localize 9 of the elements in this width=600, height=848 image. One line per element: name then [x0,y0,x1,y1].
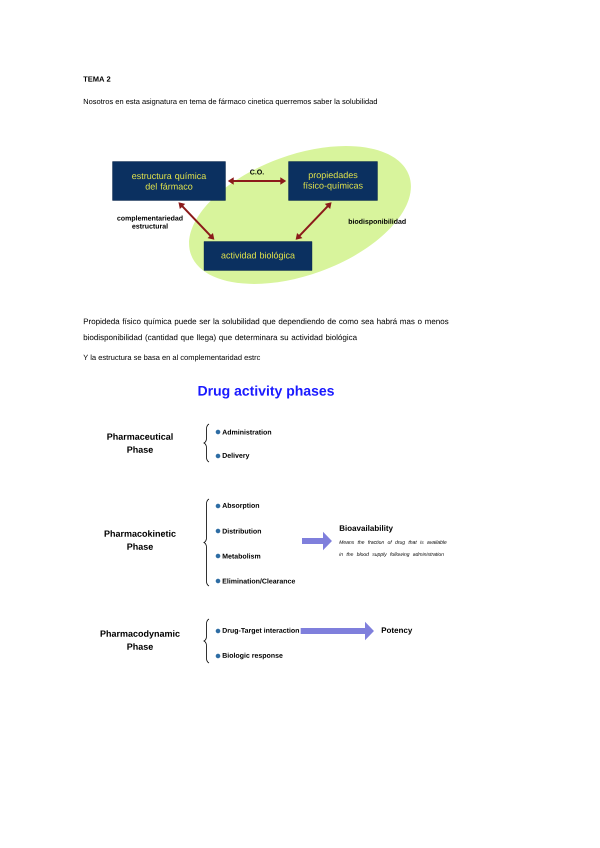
process-box: actividad biológica [204,241,312,271]
phase-label: Pharmacokinetic Phase [104,530,176,550]
result-text: Potency [382,627,412,635]
paragraph: Propideda físico química puede ser la solubilidad que dependiendo de como sea habrá mas o menos biodisponibilidad (cantidad que llega) que determinara su actividad biológica [84,318,448,342]
phase-label: Pharmacodynamic Phase [100,630,180,650]
process-box: propiedades físico-químicas [288,161,378,201]
heading: Drug activity phases [198,385,334,399]
process-box: estructura química del fármaco [112,161,226,201]
phase-label: Pharmaceutical Phase [107,433,173,453]
